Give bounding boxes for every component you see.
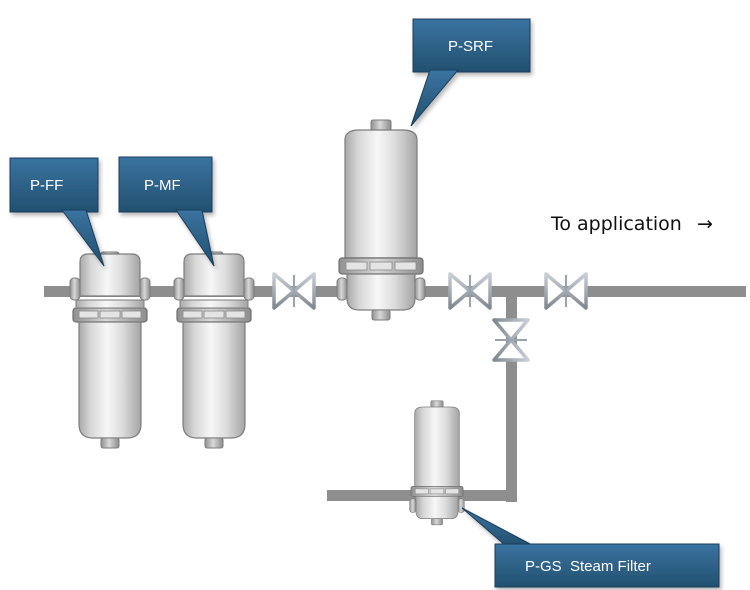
gate-valve-icon[interactable] (492, 318, 530, 362)
filter-housing-icon (409, 400, 465, 526)
callout-p-gs: P-GS Steam Filter (461, 507, 720, 588)
filter-housing-icon (69, 251, 151, 449)
destination-label: To application (550, 213, 682, 235)
branch-pipe-vertical (506, 292, 517, 502)
label-p-gs: P-GS Steam Filter (525, 558, 651, 575)
callout-p-ff: P-FF (9, 157, 105, 267)
filter-housing-icon (336, 119, 426, 321)
arrow-right-icon: → (697, 213, 713, 235)
filter-housing-icon (173, 251, 255, 449)
gate-valve-icon[interactable] (544, 272, 588, 310)
label-p-srf: P-SRF (448, 38, 493, 55)
label-p-mf: P-MF (144, 177, 181, 194)
pipe-network (44, 286, 746, 502)
gate-valve-icon[interactable] (272, 272, 316, 310)
label-p-ff: P-FF (30, 177, 63, 194)
gate-valve-icon[interactable] (448, 272, 492, 310)
callout-p-mf: P-MF (118, 156, 215, 267)
callout-p-srf: P-SRF (410, 18, 531, 127)
